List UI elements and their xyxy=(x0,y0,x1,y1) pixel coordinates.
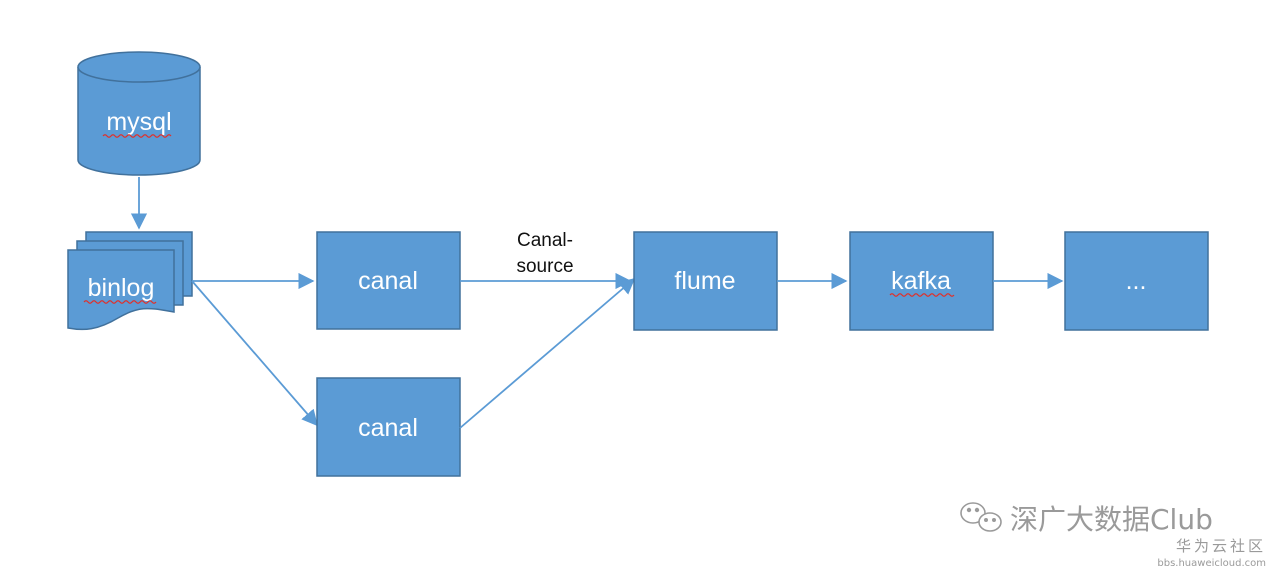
canal-bottom-node: canal xyxy=(316,377,461,477)
edge-label-canal-source-line1: Canal- xyxy=(517,230,573,251)
watermark-url: bbs.huaweicloud.com xyxy=(1157,558,1266,569)
canal-top-label: canal xyxy=(358,267,418,295)
watermark-subtitle: 华为云社区 xyxy=(1176,537,1266,555)
kafka-label: kafka xyxy=(891,267,951,295)
flume-label: flume xyxy=(674,267,735,295)
binlog-spellcheck-underline xyxy=(83,300,157,304)
edge-label-canal-source-line2: source xyxy=(516,256,573,277)
mysql-label: mysql xyxy=(106,108,171,136)
next-stage-node: ... xyxy=(1064,231,1209,331)
kafka-node: kafka xyxy=(849,231,994,331)
edge-canal-bottom-to-flume xyxy=(459,277,636,429)
flume-node: flume xyxy=(633,231,778,331)
binlog-label: binlog xyxy=(88,274,155,302)
kafka-spellcheck-underline xyxy=(889,293,955,297)
wechat-icon xyxy=(960,502,1002,532)
mysql-database-node: mysql xyxy=(77,51,201,176)
binlog-documents-node: binlog xyxy=(67,231,193,331)
watermark-title: 深广大数据Club xyxy=(1010,503,1213,536)
canal-top-node: canal xyxy=(316,231,461,330)
next-stage-label: ... xyxy=(1126,267,1147,295)
edge-binlog-to-canal-bottom xyxy=(191,280,319,427)
mysql-spellcheck-underline xyxy=(102,134,172,138)
canal-bottom-label: canal xyxy=(358,414,418,442)
watermark: 深广大数据Club 华为云社区 bbs.huaweicloud.com xyxy=(960,502,1266,569)
